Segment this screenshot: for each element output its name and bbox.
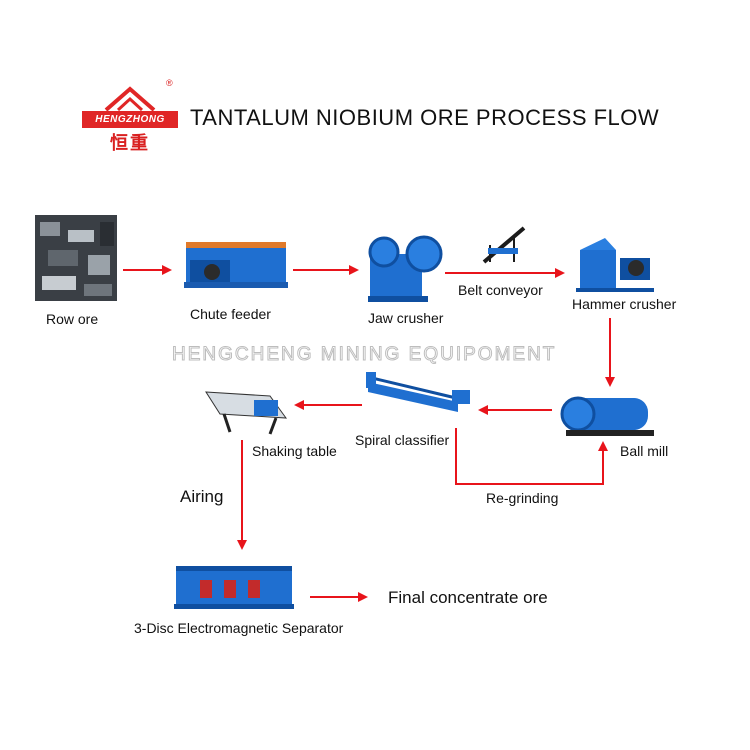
arrow-regrinding-loop: [455, 428, 608, 485]
shaking-table-machine: [205, 391, 288, 435]
ball-mill-machine: [560, 396, 654, 436]
label-hammer-crusher: Hammer crusher: [572, 296, 677, 312]
logo-registered-mark: ®: [166, 78, 173, 88]
logo-roof-icon: [104, 86, 156, 112]
label-airing: Airing: [180, 487, 224, 506]
hammer-crusher-machine: [576, 238, 654, 292]
page-title: TANTALUM NIOBIUM ORE PROCESS FLOW: [190, 105, 660, 130]
electromagnetic-separator-machine: [174, 566, 294, 609]
chute-feeder-machine: [184, 242, 288, 288]
row-ore-image: [35, 215, 117, 301]
watermark-text: HENGCHENG MINING EQUIPOMENT: [171, 344, 557, 366]
logo-brand-text: HENGZHONG: [82, 111, 178, 128]
label-jaw-crusher: Jaw crusher: [368, 310, 444, 326]
label-row-ore: Row ore: [46, 311, 99, 327]
label-spiral-classifier: Spiral classifier: [355, 432, 450, 448]
label-final-concentrate: Final concentrate ore: [388, 588, 548, 607]
label-belt-conveyor: Belt conveyor: [458, 282, 543, 298]
company-logo: ® HENGZHONG 恒重: [82, 76, 182, 156]
label-separator: 3-Disc Electromagnetic Separator: [134, 620, 344, 636]
label-chute-feeder: Chute feeder: [190, 306, 271, 322]
label-shaking-table: Shaking table: [252, 443, 337, 459]
jaw-crusher-machine: [368, 235, 443, 302]
label-regrinding: Re-grinding: [486, 490, 559, 506]
spiral-classifier-machine: [366, 372, 470, 412]
label-ball-mill: Ball mill: [620, 443, 669, 459]
belt-conveyor-machine: [482, 226, 526, 264]
logo-chinese-text: 恒重: [110, 133, 150, 153]
